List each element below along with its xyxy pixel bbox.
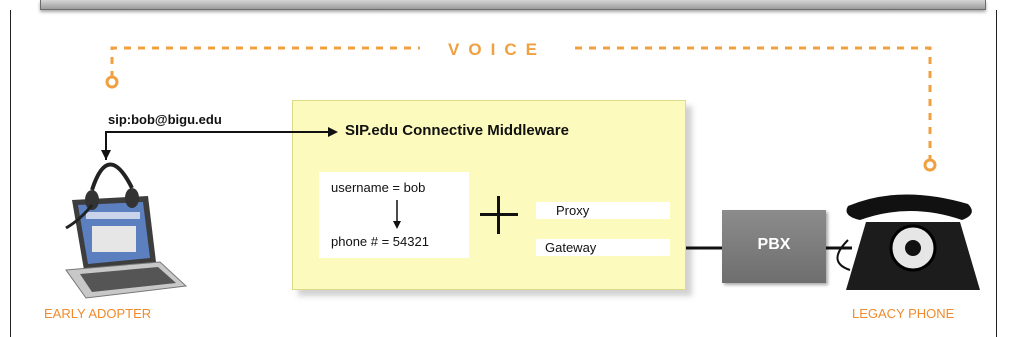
gateway-box [536,239,670,256]
plus-sign-vertical [497,196,500,234]
pbx-label: PBX [757,236,791,253]
voice-path-right [575,46,932,160]
top-banner-bar [40,0,986,10]
voice-label: VOICE [427,40,567,60]
voice-path-left [110,46,420,78]
proxy-box [536,202,670,219]
legacy-phone-label: LEGACY PHONE [852,306,955,321]
username-mapping: username = bob [331,180,426,195]
headset-icon [65,162,139,230]
frame-right-border [996,10,997,337]
sip-address-label: sip:bob@bigu.edu [108,112,222,127]
early-adopter-label: EARLY ADOPTER [44,306,152,321]
voice-endpoint-right [923,158,937,172]
gateway-label: Gateway [545,240,597,255]
mapping-box [319,172,469,258]
rotary-phone-icon [836,194,980,290]
laptop-icon [65,196,188,299]
pbx-box [722,210,826,283]
phone-mapping: phone # = 54321 [331,234,429,249]
middleware-title: SIP.edu Connective Middleware [345,122,569,139]
voice-endpoint-left [105,75,119,89]
proxy-label: Proxy [556,203,590,218]
frame-left-border [10,10,11,337]
